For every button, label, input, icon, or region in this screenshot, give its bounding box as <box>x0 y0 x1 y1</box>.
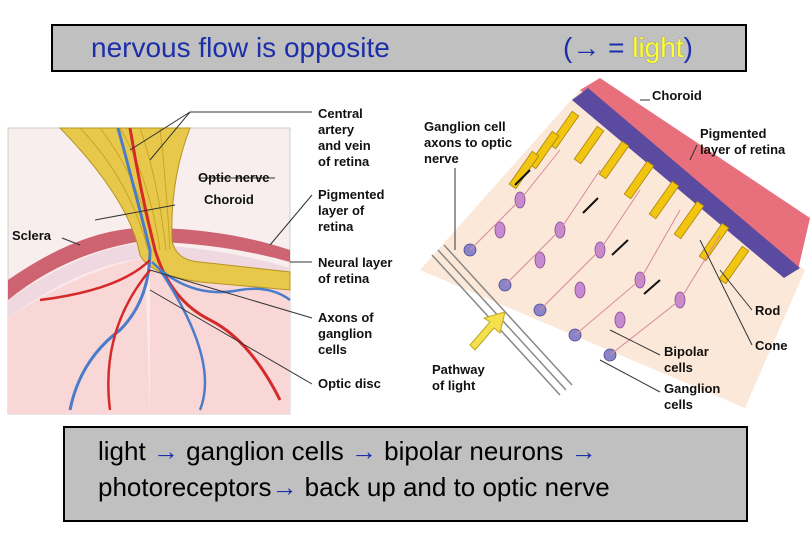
label-axons: Axons of ganglion cells <box>318 310 374 357</box>
label-ganglion-axons: Ganglion cell axons to optic nerve <box>424 119 513 166</box>
title-right-prefix: (→ = <box>563 32 633 63</box>
label-neural-layer: Neural layer of retina <box>318 255 393 286</box>
label-optic-nerve: Optic nerve <box>198 170 270 185</box>
line2-arrow-1: → <box>271 472 298 502</box>
line1-arrow-1: → <box>152 436 179 466</box>
line1-arrow-5: → <box>570 436 597 466</box>
label-pigmented-layer-left: Pigmented layer of retina <box>318 187 385 234</box>
label-bipolar: Bipolar cells <box>664 344 709 375</box>
line1-arrow-3: → <box>350 436 377 466</box>
label-ganglion: Ganglion cells <box>664 381 721 412</box>
label-optic-disc: Optic disc <box>318 376 381 391</box>
label-central-artery: Central artery and vein of retina <box>318 106 371 169</box>
explanation-line-1: light → ganglion cells → bipolar neurons… <box>98 436 597 467</box>
title-left-text: nervous flow is opposite <box>91 32 390 63</box>
line2-seg-0: photoreceptors <box>98 472 272 502</box>
explanation-line-2: photoreceptors→ back up and to optic ner… <box>98 472 610 503</box>
title-light-word: light <box>632 32 684 63</box>
label-choroid-right: Choroid <box>652 88 702 103</box>
title-banner: nervous flow is opposite (→ = light) <box>51 24 747 72</box>
explanation-box: light → ganglion cells → bipolar neurons… <box>63 426 748 522</box>
line1-seg-0: light <box>98 436 153 466</box>
label-cone: Cone <box>755 338 788 353</box>
label-pigmented-layer-right: Pigmented layer of retina <box>700 126 786 157</box>
label-pathway-of-light: Pathway of light <box>432 362 485 393</box>
label-rod: Rod <box>755 303 781 318</box>
line2-seg-2: back up and to optic nerve <box>297 472 610 502</box>
label-choroid-left: Choroid <box>204 192 254 207</box>
label-sclera: Sclera <box>12 228 52 243</box>
line1-seg-4: bipolar neurons <box>376 436 571 466</box>
line1-seg-2: ganglion cells <box>178 436 351 466</box>
right-retina-section <box>420 78 810 408</box>
title-right-text: (→ = light) <box>563 32 693 64</box>
left-eye-section <box>7 111 313 415</box>
title-right-suffix: ) <box>683 32 693 63</box>
